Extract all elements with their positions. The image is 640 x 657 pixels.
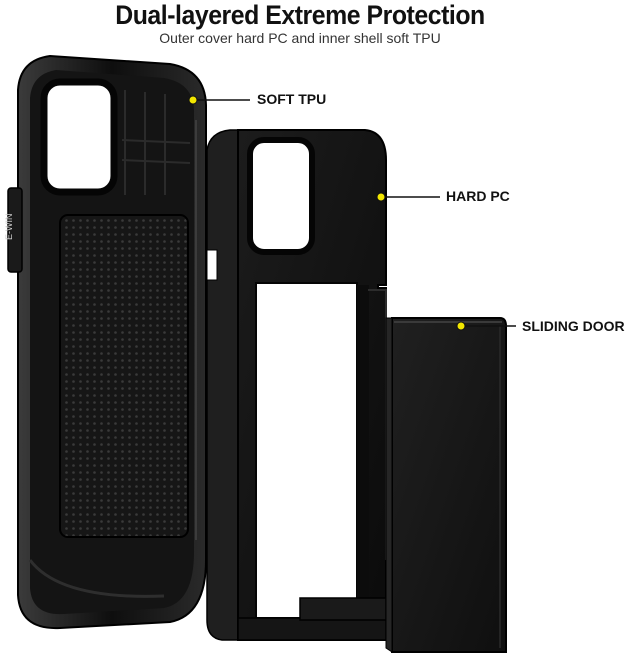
sliding-door <box>385 317 507 653</box>
page-title: Dual-layered Extreme Protection <box>115 0 485 30</box>
brand-mark: E-WIN <box>4 214 14 241</box>
soft-tpu-shell <box>7 54 207 630</box>
callout-hard-pc: HARD PC <box>446 188 510 204</box>
hard-pc-marker-dot <box>376 192 386 202</box>
page-subtitle: Outer cover hard PC and inner shell soft… <box>159 30 441 46</box>
callout-soft-tpu: SOFT TPU <box>257 91 327 107</box>
hard-pc-frame <box>206 129 387 641</box>
callout-sliding-door: SLIDING DOOR <box>522 318 625 334</box>
sliding-door-marker-dot <box>456 321 466 331</box>
callout-leaders <box>188 95 516 331</box>
soft-tpu-marker-dot <box>188 95 198 105</box>
